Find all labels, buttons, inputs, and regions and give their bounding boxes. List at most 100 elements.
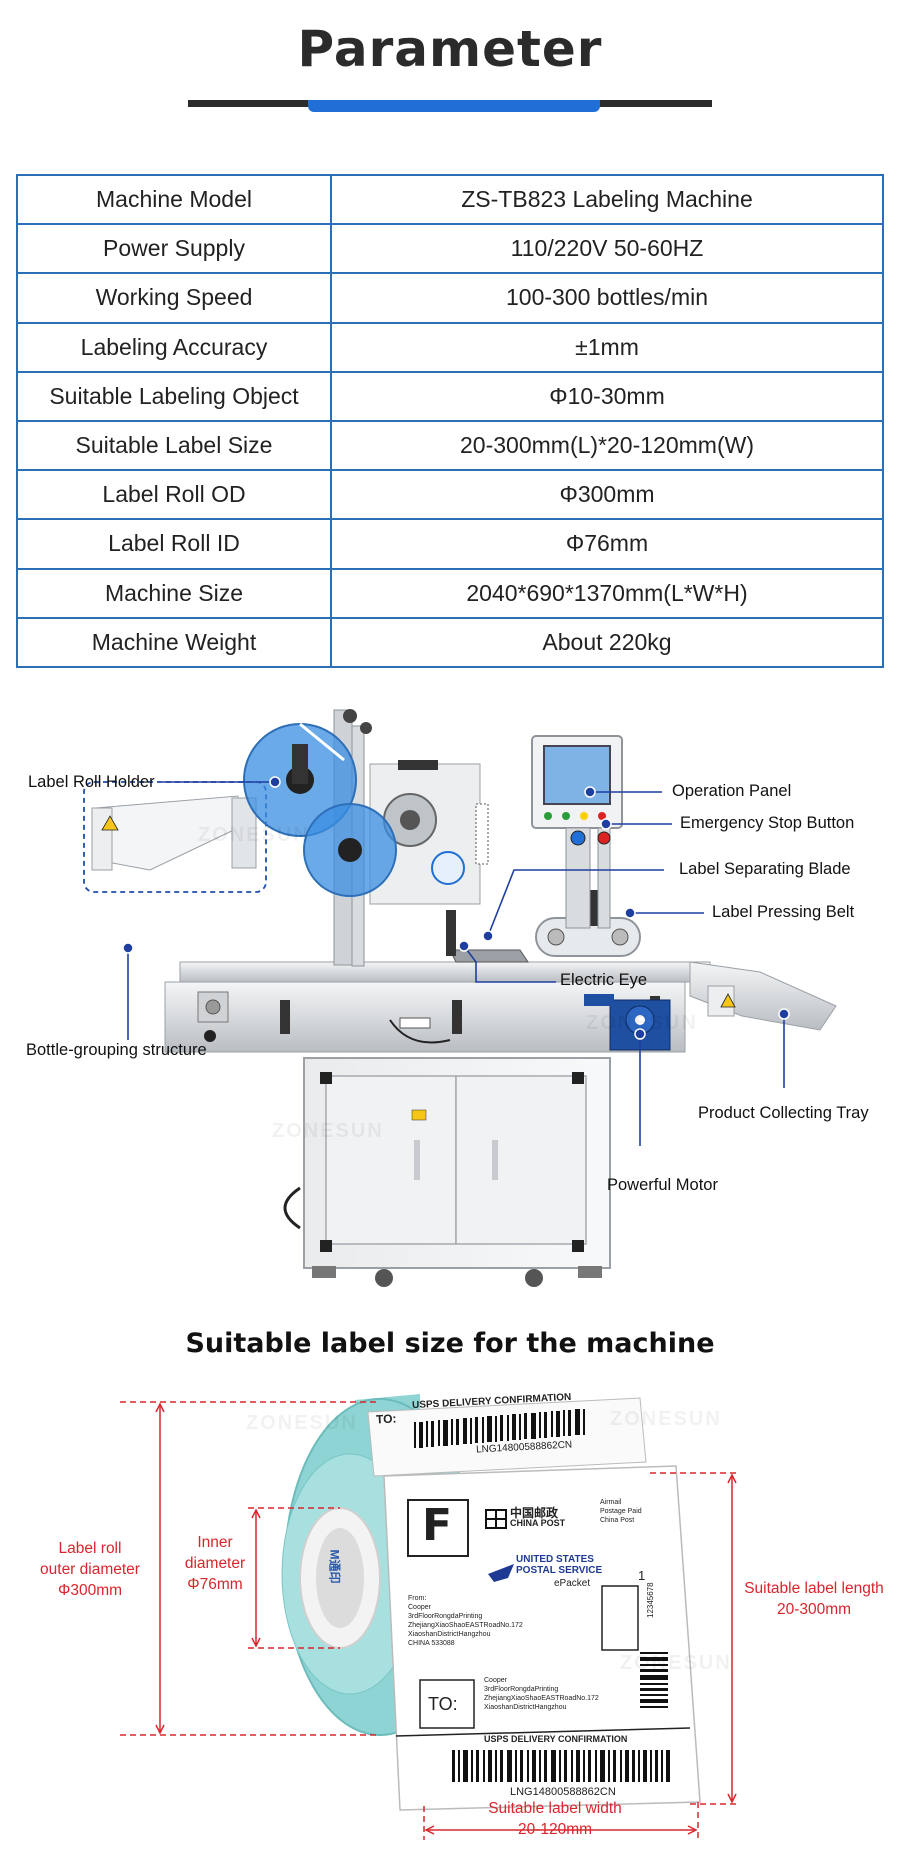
label-usps-confirm-bottom: USPS DELIVERY CONFIRMATION	[484, 1734, 628, 1744]
callout-operation-panel: Operation Panel	[672, 782, 792, 800]
callout-emergency-stop: Emergency Stop Button	[680, 814, 855, 832]
label-to-top: TO:	[375, 1411, 397, 1427]
label-airmail-line: Airmail	[600, 1499, 622, 1506]
watermark: ZONESUN	[246, 1412, 358, 1434]
label-airmail-line: China Post	[600, 1517, 635, 1524]
label-address-line: XiaoshanDistrictHangzhou	[408, 1631, 491, 1638]
callout-label-roll-holder: Label Roll Holder	[28, 773, 155, 791]
watermark: ZONESUN	[620, 1652, 732, 1674]
param-value: 2040*690*1370mm(L*W*H)	[330, 567, 884, 619]
inner-diameter-line: Inner	[197, 1534, 233, 1551]
label-roll-holder	[243, 722, 397, 897]
label-roll-diagram: TO: USPS DELIVERY CONFIRMATION LNG148005…	[0, 1390, 900, 1852]
label-airmail: Airmail Postage Paid China Post	[600, 1498, 642, 1525]
watermark: ZONESUN	[586, 1012, 698, 1034]
machine-illustration	[83, 709, 837, 1287]
label-united-states: UNITED STATES	[516, 1554, 594, 1565]
motor	[584, 994, 671, 1051]
param-name: Suitable Labeling Object	[16, 370, 332, 422]
outer-diameter-line: Φ300mm	[57, 1582, 123, 1599]
title-underline-accent	[308, 100, 600, 112]
label-from-address: From: Cooper 3rdFloorRongdaPrinting Zhej…	[408, 1594, 523, 1648]
label-divider	[395, 1727, 691, 1737]
outer-diameter-line: Label roll	[58, 1540, 122, 1557]
callout-lines	[127, 781, 785, 1146]
inner-diameter-line: Φ76mm	[187, 1576, 243, 1593]
dimension-lines	[120, 1401, 740, 1840]
bottle-grouping-structure	[83, 781, 267, 893]
param-name: Suitable Label Size	[16, 419, 332, 472]
label-address-line: From:	[408, 1595, 427, 1602]
label-size-title: Suitable label size for the machine	[185, 1328, 715, 1359]
label-address-line: CHINA 533088	[408, 1640, 455, 1647]
label-roll-illustration	[120, 1394, 740, 1840]
param-value: ±1mm	[330, 321, 884, 373]
param-name: Labeling Accuracy	[16, 321, 332, 373]
param-name: Working Speed	[16, 272, 332, 324]
barcode-top	[414, 1409, 585, 1448]
label-to-bottom: TO:	[428, 1694, 458, 1714]
label-airmail-line: Postage Paid	[600, 1508, 642, 1515]
barcode-side	[640, 1652, 668, 1708]
param-name: Machine Size	[16, 567, 332, 619]
barcode-bottom	[452, 1750, 670, 1782]
label-china-post-en: CHINA POST	[510, 1518, 566, 1528]
callout-separating-blade: Label Separating Blade	[679, 860, 851, 878]
watermark: ZONESUN	[272, 1120, 384, 1142]
label-address-line: ZhejiangXiaoShaoEASTRoadNo.172	[484, 1695, 599, 1702]
param-value: About 220kg	[330, 616, 884, 668]
callout-bottle-grouping: Bottle-grouping structure	[26, 1041, 207, 1059]
conveyor	[164, 961, 711, 1053]
machine-cabinet	[283, 1057, 611, 1287]
label-address-line: XiaoshanDistrictHangzhou	[484, 1704, 567, 1711]
param-value: 110/220V 50-60HZ	[330, 223, 884, 275]
watermark: ZONESUN	[198, 824, 310, 846]
label-letter-f: F	[422, 1500, 453, 1551]
param-name: Machine Model	[16, 173, 332, 226]
param-value: Φ300mm	[330, 469, 884, 521]
label-address-line: 3rdFloorRongdaPrinting	[408, 1613, 483, 1620]
callout-collecting-tray: Product Collecting Tray	[698, 1104, 869, 1122]
label-width-line: 20-120mm	[517, 1821, 593, 1838]
operation-panel	[531, 735, 623, 929]
label-to-address: Cooper 3rdFloorRongdaPrinting ZhejiangXi…	[484, 1676, 599, 1712]
table-row: Labeling Accuracy±1mm	[16, 321, 884, 373]
label-length-line: Suitable label length	[744, 1580, 884, 1597]
eagle-logo	[488, 1564, 514, 1582]
callout-motor: Powerful Motor	[607, 1176, 718, 1194]
outer-diameter-line: outer diameter	[40, 1561, 140, 1578]
outer-diameter-label: Label roll outer diameter Φ300mm	[30, 1538, 150, 1601]
label-width-line: Suitable label width	[488, 1800, 622, 1817]
param-value: Φ76mm	[330, 518, 884, 570]
label-count: 1	[638, 1568, 646, 1583]
inner-diameter-label: Inner diameter Φ76mm	[172, 1532, 258, 1595]
callout-electric-eye: Electric Eye	[560, 971, 648, 989]
product-collecting-tray	[689, 961, 837, 1031]
callout-pressing-belt: Label Pressing Belt	[712, 903, 855, 921]
param-value: ZS-TB823 Labeling Machine	[330, 173, 884, 226]
label-epacket: ePacket	[554, 1578, 591, 1589]
callout-dots	[122, 776, 790, 1040]
label-address-line: Cooper	[484, 1677, 507, 1684]
label-china-post: 中国邮政	[510, 1506, 559, 1520]
label-address-line: 3rdFloorRongdaPrinting	[484, 1686, 559, 1693]
label-side-number: 12345678	[646, 1582, 655, 1618]
param-value: 20-300mm(L)*20-120mm(W)	[330, 419, 884, 472]
param-value: Φ10-30mm	[330, 370, 884, 422]
param-name: Label Roll OD	[16, 469, 332, 521]
param-name: Label Roll ID	[16, 518, 332, 570]
param-name: Machine Weight	[16, 616, 332, 668]
param-value: 100-300 bottles/min	[330, 272, 884, 324]
page-title: Parameter	[297, 20, 603, 78]
inner-diameter-line: diameter	[184, 1555, 246, 1572]
label-length-label: Suitable label length 20-300mm	[736, 1578, 892, 1620]
